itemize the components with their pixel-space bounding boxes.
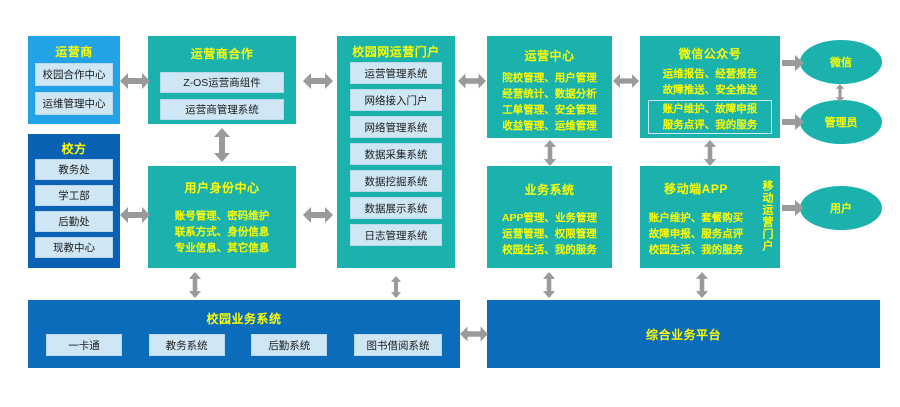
business-system-line-2: 校园生活、我的服务 bbox=[502, 244, 597, 256]
arrow-to-actor-user bbox=[782, 200, 804, 216]
chip-portal-6[interactable]: 日志管理系统 bbox=[350, 224, 442, 246]
ops-center-line-1: 经营统计、数据分析 bbox=[502, 88, 597, 100]
identity-lines: 账号管理、密码维护 联系方式、身份信息 专业信息、其它信息 bbox=[148, 208, 296, 256]
wechat-lines: 运维报告、经营报告 故障推送、安全推送 bbox=[640, 66, 780, 98]
arrow-business-system-to-platform bbox=[542, 272, 556, 298]
portal-items: 运营管理系统 网络接入门户 网络管理系统 数据采集系统 数据挖掘系统 数据展示系… bbox=[350, 62, 442, 246]
panel-mobile-app-title: 移动端APP bbox=[664, 182, 728, 196]
panel-school: 校方 教务处 学工部 后勤处 现教中心 bbox=[28, 134, 120, 268]
chip-school-0[interactable]: 教务处 bbox=[35, 159, 113, 180]
panel-identity-title: 用户身份中心 bbox=[184, 181, 260, 195]
arrow-portal-to-campus-business bbox=[390, 276, 402, 298]
arrow-portal-to-ops-center bbox=[458, 73, 486, 89]
panel-user-identity-center: 用户身份中心 账号管理、密码维护 联系方式、身份信息 专业信息、其它信息 bbox=[148, 166, 296, 268]
chip-portal-3[interactable]: 数据采集系统 bbox=[350, 143, 442, 165]
arrow-cooperation-to-portal bbox=[303, 73, 333, 89]
panel-portal-title: 校园网运营门户 bbox=[352, 45, 440, 59]
arrow-to-actor-wechat bbox=[782, 55, 804, 71]
chip-school-3[interactable]: 现教中心 bbox=[35, 237, 113, 258]
arrow-campus-business-to-platform bbox=[460, 326, 488, 342]
chip-school-1[interactable]: 学工部 bbox=[35, 185, 113, 206]
chip-campus-1[interactable]: 教务系统 bbox=[148, 334, 225, 356]
operator-items: 校园合作中心 运维管理中心 bbox=[35, 63, 113, 115]
ops-center-line-0: 院校管理、用户管理 bbox=[502, 72, 597, 84]
chip-operator-0[interactable]: 校园合作中心 bbox=[35, 63, 113, 86]
panel-business-system-title: 业务系统 bbox=[524, 183, 575, 197]
chip-portal-2[interactable]: 网络管理系统 bbox=[350, 116, 442, 138]
mobile-app-lines: 账户维护、套餐购买 故障申报、服务点评 校园生活、我的服务 bbox=[640, 210, 752, 258]
panel-integrated-business-platform: 综合业务平台 bbox=[487, 300, 880, 368]
chip-cooperation-0[interactable]: Z-OS运营商组件 bbox=[160, 72, 284, 93]
panel-wechat-official-account: 微信公众号 运维报告、经营报告 故障推送、安全推送 账户维护、故障申报 服务点评… bbox=[640, 36, 780, 138]
chip-portal-5[interactable]: 数据展示系统 bbox=[350, 197, 442, 219]
panel-campus-business-system: 校园业务系统 一卡通 教务系统 后勤系统 图书借阅系统 bbox=[28, 300, 460, 368]
integrated-platform-title: 综合业务平台 bbox=[645, 327, 721, 342]
campus-business-title: 校园业务系统 bbox=[206, 312, 282, 326]
panel-operator: 运营商 校园合作中心 运维管理中心 bbox=[28, 36, 120, 124]
identity-line-1: 联系方式、身份信息 bbox=[174, 226, 270, 238]
panel-operator-title: 运营商 bbox=[55, 45, 93, 59]
chip-portal-1[interactable]: 网络接入门户 bbox=[350, 89, 442, 111]
chip-campus-2[interactable]: 后勤系统 bbox=[251, 334, 328, 356]
mobile-app-line-2: 校园生活、我的服务 bbox=[648, 244, 744, 256]
school-items: 教务处 学工部 后勤处 现教中心 bbox=[35, 159, 113, 258]
ops-center-lines: 院校管理、用户管理 经营统计、数据分析 工单管理、安全管理 收益管理、运维管理 bbox=[487, 70, 612, 134]
wechat-boxed-line-0: 账户维护、故障申报 bbox=[662, 103, 758, 115]
arrow-operator-to-cooperation bbox=[120, 73, 150, 89]
panel-ops-center-title: 运营中心 bbox=[524, 49, 575, 63]
arrow-ops-center-to-wechat-panel bbox=[613, 74, 639, 88]
actor-user[interactable]: 用户 bbox=[800, 186, 882, 230]
campus-business-items: 一卡通 教务系统 后勤系统 图书借阅系统 bbox=[46, 334, 442, 356]
panel-business-system: 业务系统 APP管理、业务管理 运营管理、权限管理 校园生活、我的服务 bbox=[487, 166, 612, 268]
business-system-line-1: 运营管理、权限管理 bbox=[502, 228, 597, 240]
business-system-lines: APP管理、业务管理 运营管理、权限管理 校园生活、我的服务 bbox=[487, 210, 612, 258]
chip-portal-0[interactable]: 运营管理系统 bbox=[350, 62, 442, 84]
wechat-user-services-box[interactable]: 账户维护、故障申报 服务点评、我的服务 bbox=[648, 100, 772, 134]
arrow-wechat-panel-to-mobile-app bbox=[703, 140, 717, 166]
wechat-line-0: 运维报告、经营报告 bbox=[662, 68, 758, 80]
arrow-identity-to-portal bbox=[303, 207, 333, 223]
business-system-line-0: APP管理、业务管理 bbox=[501, 212, 598, 224]
actor-wechat[interactable]: 微信 bbox=[800, 40, 882, 84]
arrow-cooperation-to-identity bbox=[214, 128, 230, 162]
arrow-wechat-to-admin bbox=[835, 84, 845, 102]
mobile-operations-portal-label: 移动运营门户 bbox=[761, 180, 773, 252]
panel-school-title: 校方 bbox=[61, 142, 87, 156]
actor-admin[interactable]: 管理员 bbox=[800, 100, 882, 144]
chip-portal-4[interactable]: 数据挖掘系统 bbox=[350, 170, 442, 192]
ops-center-line-3: 收益管理、运维管理 bbox=[502, 120, 597, 132]
identity-line-0: 账号管理、密码维护 bbox=[174, 210, 270, 222]
arrow-school-to-identity bbox=[120, 207, 150, 223]
cooperation-items: Z-OS运营商组件 运营商管理系统 bbox=[160, 72, 284, 120]
chip-operator-1[interactable]: 运维管理中心 bbox=[35, 92, 113, 115]
panel-mobile-app: 移动端APP 账户维护、套餐购买 故障申报、服务点评 校园生活、我的服务 移动运… bbox=[640, 166, 780, 268]
chip-cooperation-1[interactable]: 运营商管理系统 bbox=[160, 99, 284, 120]
panel-operations-center: 运营中心 院校管理、用户管理 经营统计、数据分析 工单管理、安全管理 收益管理、… bbox=[487, 36, 612, 138]
chip-campus-0[interactable]: 一卡通 bbox=[46, 334, 122, 356]
chip-school-2[interactable]: 后勤处 bbox=[35, 211, 113, 232]
actor-wechat-label: 微信 bbox=[830, 57, 852, 69]
actor-admin-label: 管理员 bbox=[824, 117, 858, 129]
actor-user-label: 用户 bbox=[830, 203, 852, 215]
arrow-ops-center-to-business-system bbox=[543, 140, 557, 166]
identity-line-2: 专业信息、其它信息 bbox=[174, 242, 270, 254]
mobile-app-line-0: 账户维护、套餐购买 bbox=[648, 212, 744, 224]
panel-wechat-title: 微信公众号 bbox=[678, 47, 742, 61]
panel-cooperation-title: 运营商合作 bbox=[190, 47, 254, 61]
wechat-boxed-line-1: 服务点评、我的服务 bbox=[662, 119, 758, 131]
panel-operator-cooperation: 运营商合作 Z-OS运营商组件 运营商管理系统 bbox=[148, 36, 296, 124]
arrow-identity-to-campus-business bbox=[188, 272, 202, 298]
mobile-app-line-1: 故障申报、服务点评 bbox=[648, 228, 744, 240]
panel-campus-network-portal: 校园网运营门户 运营管理系统 网络接入门户 网络管理系统 数据采集系统 数据挖掘… bbox=[337, 36, 455, 268]
wechat-line-1: 故障推送、安全推送 bbox=[662, 84, 758, 96]
chip-campus-3[interactable]: 图书借阅系统 bbox=[353, 334, 442, 356]
ops-center-line-2: 工单管理、安全管理 bbox=[502, 104, 597, 116]
arrow-mobile-app-to-platform bbox=[695, 272, 709, 298]
arrow-to-actor-admin bbox=[782, 114, 804, 130]
